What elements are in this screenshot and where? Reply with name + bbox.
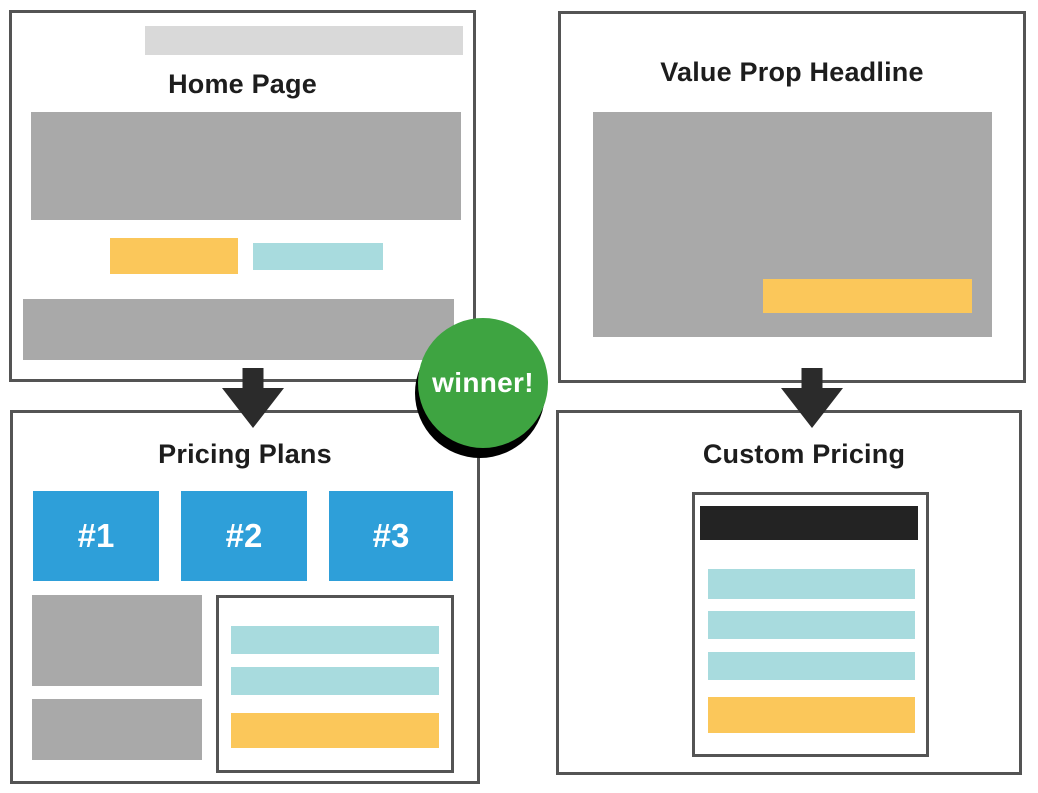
plan-card-label: #1	[77, 517, 115, 554]
home-page-title: Home Page	[168, 69, 317, 99]
detail-cta-placeholder	[231, 713, 439, 748]
feature-block-placeholder	[32, 699, 202, 760]
form-submit-placeholder	[708, 697, 915, 733]
detail-line-placeholder	[231, 626, 439, 654]
down-arrow-icon	[781, 368, 843, 428]
hero-cta-placeholder	[763, 279, 972, 313]
custom-pricing-title: Custom Pricing	[702, 439, 906, 469]
hero-image-placeholder	[593, 112, 992, 337]
plan-card-3: #3	[329, 491, 453, 581]
nav-bar-placeholder	[145, 26, 463, 55]
form-field-placeholder	[708, 611, 915, 639]
home-page-panel: Home Page	[9, 10, 476, 382]
down-arrow-icon	[222, 368, 284, 428]
form-field-placeholder	[708, 569, 915, 599]
content-block-placeholder	[23, 299, 454, 360]
value-prop-title: Value Prop Headline	[660, 57, 924, 87]
custom-pricing-panel: Custom Pricing	[556, 410, 1022, 775]
form-field-placeholder	[708, 652, 915, 680]
value-prop-panel: Value Prop Headline	[558, 11, 1026, 383]
pricing-plans-title: Pricing Plans	[158, 439, 332, 469]
secondary-cta-placeholder	[253, 243, 383, 270]
hero-image-placeholder	[31, 112, 461, 220]
plan-card-label: #2	[225, 517, 263, 554]
primary-cta-placeholder	[110, 238, 238, 274]
winner-badge: winner!	[418, 318, 548, 448]
winner-badge-label: winner!	[432, 367, 534, 398]
plan-card-label: #3	[372, 517, 410, 554]
detail-line-placeholder	[231, 667, 439, 695]
pricing-plans-panel: Pricing Plans #1 #2 #3	[10, 410, 480, 784]
plan-detail-box	[216, 595, 454, 773]
pricing-form-box	[692, 492, 929, 757]
plan-card-1: #1	[33, 491, 159, 581]
form-header-placeholder	[700, 506, 918, 540]
plan-card-2: #2	[181, 491, 307, 581]
feature-block-placeholder	[32, 595, 202, 686]
